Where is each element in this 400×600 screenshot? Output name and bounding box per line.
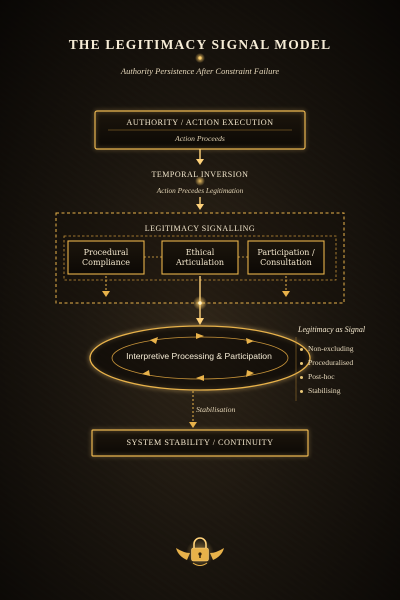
- side-panel-item-label: Proceduralised: [308, 358, 354, 367]
- side-panel-item: Stabilising: [300, 386, 341, 395]
- signalling-label: LEGITIMACY SIGNALLING: [144, 224, 256, 233]
- signal-box-line: Consultation: [260, 258, 312, 267]
- bullet-icon: [300, 361, 303, 365]
- side-panel-item: Post-hoc: [300, 372, 335, 381]
- arrow-stabilisation: [189, 391, 197, 428]
- signal-box-line: Ethical: [185, 248, 215, 257]
- stabilisation-label: Stabilisation: [196, 405, 236, 414]
- authority-box: [94, 110, 306, 150]
- side-panel-item: Proceduralised: [300, 358, 353, 367]
- signal-box-ethical: Ethical Articulation: [162, 248, 238, 268]
- bullet-icon: [300, 375, 303, 379]
- arrow-authority-to-temporal: [196, 149, 204, 165]
- page-title: THE LEGITIMACY SIGNAL MODEL: [68, 37, 332, 52]
- authority-label: AUTHORITY / ACTION EXECUTION: [126, 118, 274, 127]
- processing-label: Interpretive Processing & Participation: [126, 351, 272, 361]
- bullet-icon: [300, 347, 303, 351]
- side-panel-item-label: Non-excluding: [308, 344, 354, 353]
- title-frame: [50, 27, 350, 83]
- side-panel-title: Legitimacy as Signal: [298, 325, 366, 334]
- arrow-temporal-to-signalling: [196, 197, 204, 210]
- stability-box: [91, 429, 309, 457]
- side-panel-item-label: Post-hoc: [308, 372, 335, 381]
- signal-box-participation: Participation / Consultation: [248, 248, 324, 268]
- signal-box-line: Compliance: [82, 258, 130, 267]
- temporal-rules: [95, 165, 305, 186]
- signal-box-procedural: Procedural Compliance: [68, 248, 144, 268]
- page-subtitle: Authority Persistence After Constraint F…: [120, 66, 280, 76]
- side-panel-frame: [295, 336, 385, 402]
- signal-box-line: Articulation: [175, 258, 225, 267]
- signal-box-line: Participation /: [257, 248, 315, 257]
- lock-wings-icon: [176, 537, 224, 567]
- side-panel-item: Non-excluding: [300, 344, 354, 353]
- signal-boxes: [67, 240, 325, 275]
- signal-down-arrows: [102, 276, 290, 325]
- temporal-sub: Action Precedes Legitimation: [156, 186, 244, 195]
- side-panel-item-label: Stabilising: [308, 386, 341, 395]
- authority-sub: Action Proceeds: [175, 134, 225, 143]
- processing-ellipse: [88, 324, 312, 392]
- stability-label: SYSTEM STABILITY / CONTINUITY: [126, 438, 274, 447]
- signal-box-line: Procedural: [83, 248, 129, 257]
- temporal-label: TEMPORAL INVERSION: [151, 170, 249, 179]
- bullet-icon: [300, 389, 303, 393]
